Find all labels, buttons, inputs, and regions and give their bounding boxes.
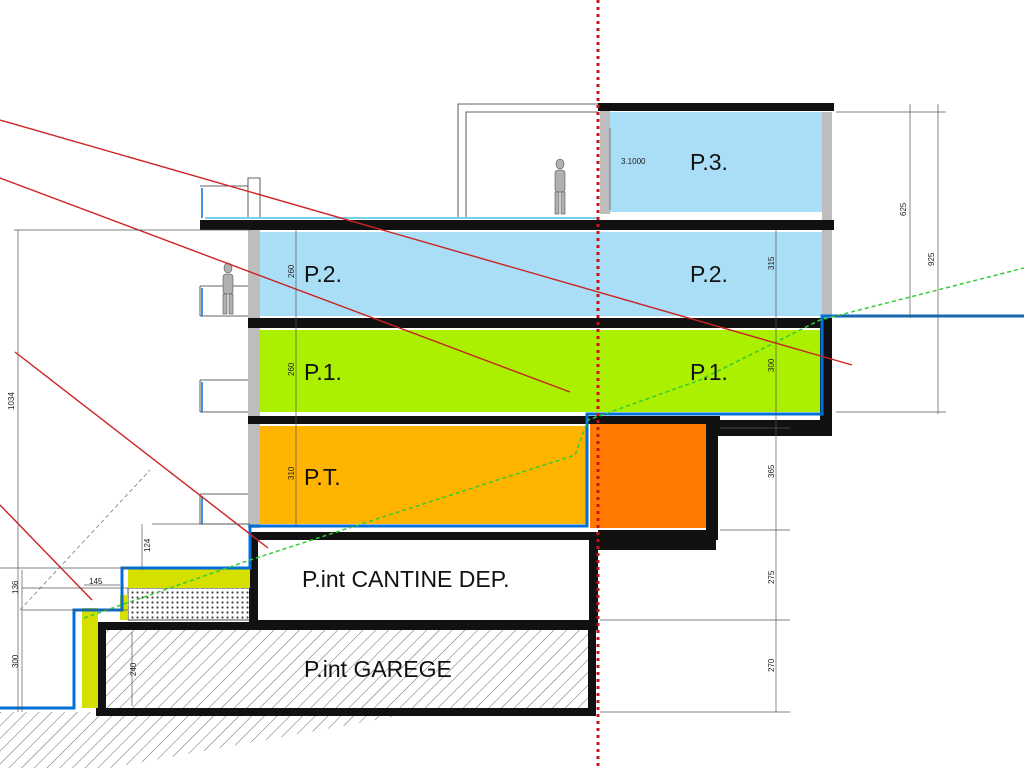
balcony-pt (199, 493, 248, 525)
dim-260-p1: 260 (287, 362, 296, 376)
dimension-lines-left (0, 229, 297, 712)
label-cantine: P.int CANTINE DEP. (302, 566, 510, 592)
gravel-block (127, 587, 251, 621)
cantine-room (258, 540, 588, 620)
label-p2-right: P.2. (690, 261, 728, 287)
dim-315: 315 (767, 256, 776, 270)
floor-pt-extension (590, 424, 706, 528)
dim-136: 136 (11, 580, 20, 594)
dim-1034: 1034 (7, 392, 16, 410)
dim-275: 275 (767, 570, 776, 584)
dim-365: 365 (767, 464, 776, 478)
dim-310: 310 (287, 466, 296, 480)
floor-p3 (610, 112, 822, 212)
dim-240: 240 (129, 662, 138, 676)
floor-p1 (260, 330, 820, 412)
slab-p3 (200, 220, 834, 230)
dim-260-p2: 260 (287, 264, 296, 278)
cantine-walls (249, 532, 598, 630)
wall-right (822, 112, 832, 320)
ground-hatch (0, 712, 420, 768)
slab-p2 (248, 318, 832, 328)
label-p1-right: P.1. (690, 359, 728, 385)
sun-line-3 (14, 351, 269, 549)
person-figure-1 (554, 158, 566, 215)
dim-270: 270 (767, 658, 776, 672)
label-p3: P.3. (690, 149, 728, 175)
label-p2-left: P.2. (304, 261, 342, 287)
dimension-lines-right (600, 104, 1024, 713)
garage-room (105, 628, 590, 708)
slab-p1 (248, 416, 720, 424)
natural-slope-line (83, 267, 1024, 619)
person-figure-2 (222, 262, 234, 315)
construction-line (19, 469, 151, 611)
floor-pt (260, 426, 587, 524)
dim-300: 300 (767, 358, 776, 372)
sun-line-1 (0, 119, 853, 366)
wall-left (248, 228, 260, 528)
terrain-profile (0, 314, 1024, 710)
label-p1-left: P.1. (304, 359, 342, 385)
dim-145: 145 (89, 577, 103, 586)
terrace-railing-upper (457, 103, 598, 218)
pt-right-steps (598, 420, 718, 540)
sun-line-4 (0, 504, 93, 601)
pt-lower-step (598, 540, 716, 550)
dim-124: 124 (143, 538, 152, 552)
label-garage: P.int GAREGE (304, 656, 452, 682)
balcony-p1 (199, 379, 248, 413)
label-pt: P.T. (304, 464, 341, 490)
sun-line-2 (0, 177, 571, 393)
yellow-strip-top (128, 568, 250, 588)
dim-625: 625 (899, 202, 908, 216)
slab-roof-p3 (598, 103, 834, 111)
terrace-railing-mid (200, 177, 261, 218)
yellow-strip-small (120, 595, 128, 620)
dim-925: 925 (927, 252, 936, 266)
wall-p3-left (600, 110, 610, 214)
dim-300-left: 300 (11, 654, 20, 668)
dim-3-1000: 3.1000 (621, 157, 646, 166)
floor-p2 (260, 232, 822, 316)
yellow-strip-side (82, 608, 98, 708)
